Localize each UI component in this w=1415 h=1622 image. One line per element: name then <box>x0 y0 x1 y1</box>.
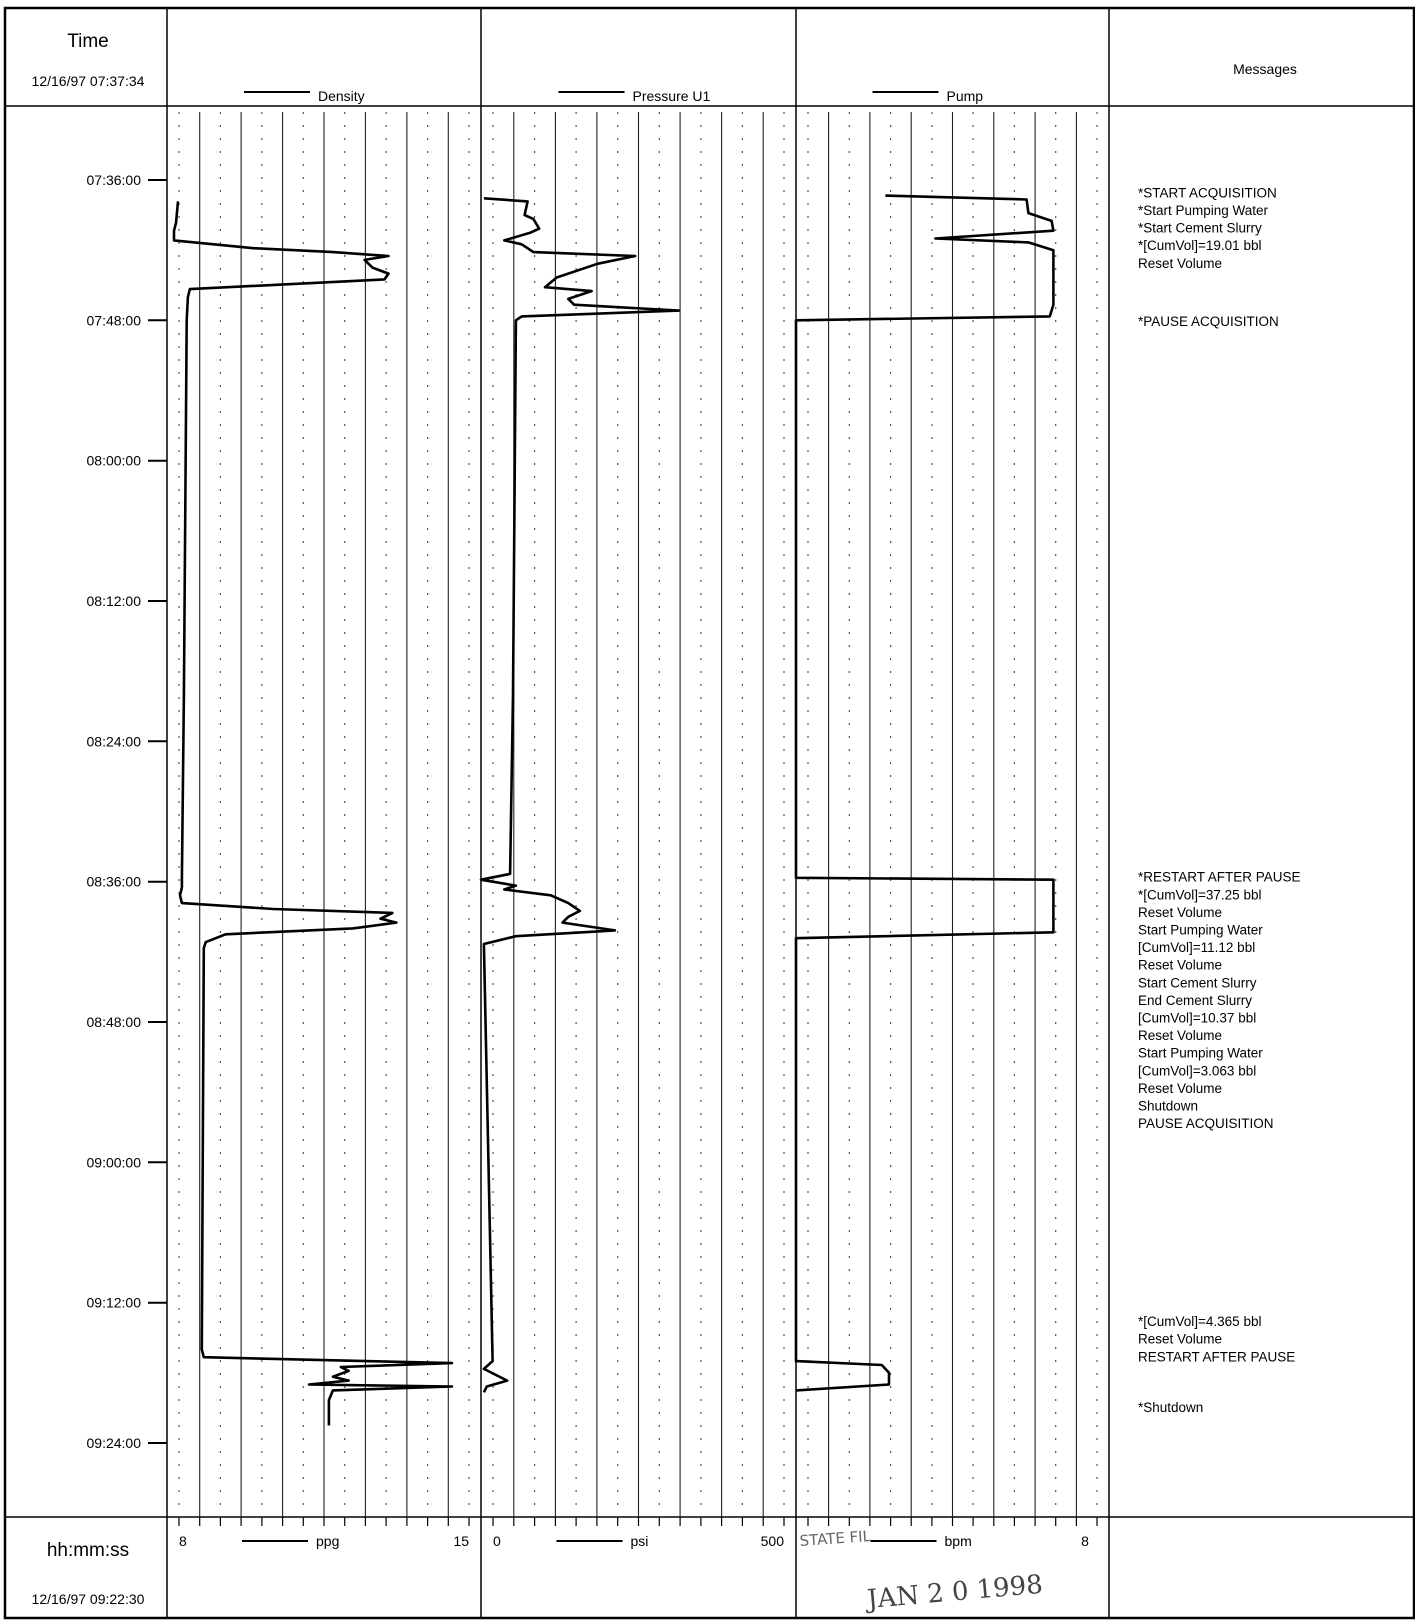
message-line: *[CumVol]=37.25 bbl <box>1138 887 1261 902</box>
time-tick-label-9: 09:24:00 <box>87 1435 142 1451</box>
scale-unit-0: ppg <box>316 1533 339 1549</box>
message-line: Reset Volume <box>1138 1081 1222 1096</box>
message-line: *START ACQUISITION <box>1138 186 1277 201</box>
message-line: *[CumVol]=19.01 bbl <box>1138 238 1261 253</box>
message-line: Reset Volume <box>1138 1028 1222 1043</box>
message-line: Start Cement Slurry <box>1138 975 1257 990</box>
message-line: Reset Volume <box>1138 1332 1222 1347</box>
message-line: End Cement Slurry <box>1138 993 1252 1008</box>
series-line-2 <box>794 194 1055 1392</box>
time-column-title: Time <box>67 31 109 52</box>
end-timestamp: 12/16/97 09:22:30 <box>32 1591 145 1607</box>
message-line: RESTART AFTER PAUSE <box>1138 1349 1295 1364</box>
start-timestamp: 12/16/97 07:37:34 <box>32 73 145 89</box>
chart-grid <box>178 112 1098 1526</box>
time-axis: 07:36:00 07:48:00 08:00:00 08:12:00 08:24:00… <box>87 172 167 1451</box>
time-tick-label-2: 08:00:00 <box>87 453 142 469</box>
legend-label-2: Pump <box>947 88 984 104</box>
message-line: Start Pumping Water <box>1138 1046 1263 1061</box>
time-tick-label-4: 08:24:00 <box>87 733 142 749</box>
messages-column-title: Messages <box>1233 61 1297 77</box>
message-line: Reset Volume <box>1138 256 1222 271</box>
legend-label-0: Density <box>318 88 365 104</box>
pump-track: Pump bpm 8 <box>794 88 1089 1549</box>
message-line: *RESTART AFTER PAUSE <box>1138 870 1301 885</box>
time-tick-label-6: 08:48:00 <box>87 1014 142 1030</box>
scale-unit-2: bpm <box>945 1533 972 1549</box>
density-track: Density ppg 8 15 <box>172 88 469 1549</box>
scale-max-0: 15 <box>453 1533 469 1549</box>
series-line-1 <box>479 197 681 1393</box>
message-line: *Shutdown <box>1138 1400 1203 1415</box>
outer-border <box>3 6 1415 1620</box>
message-line: *Start Pumping Water <box>1138 203 1269 218</box>
message-line: Shutdown <box>1138 1099 1198 1114</box>
message-line: [CumVol]=3.063 bbl <box>1138 1063 1256 1078</box>
message-line: [CumVol]=11.12 bbl <box>1138 940 1255 955</box>
series-line-0 <box>172 201 454 1426</box>
time-tick-label-7: 09:00:00 <box>87 1154 142 1170</box>
pressure-track: Pressure U1 psi 0 500 <box>479 88 785 1549</box>
message-line: *PAUSE ACQUISITION <box>1138 314 1279 329</box>
time-tick-label-5: 08:36:00 <box>87 874 142 890</box>
scale-max-1: 500 <box>761 1533 785 1549</box>
message-line: Reset Volume <box>1138 958 1222 973</box>
scale-min-1: 0 <box>493 1533 501 1549</box>
messages-column: *START ACQUISITION *Start Pumping Water *S… <box>1138 186 1301 1415</box>
message-line: Start Pumping Water <box>1138 923 1263 938</box>
scale-max-2: 8 <box>1081 1533 1089 1549</box>
message-line: *Start Cement Slurry <box>1138 221 1262 236</box>
message-line: PAUSE ACQUISITION <box>1138 1116 1274 1131</box>
time-tick-label-0: 07:36:00 <box>87 172 142 188</box>
scale-min-0: 8 <box>179 1533 187 1549</box>
time-tick-label-3: 08:12:00 <box>87 593 142 609</box>
received-date-stamp: JAN 2 0 1998 <box>863 1570 1044 1615</box>
message-line: Reset Volume <box>1138 905 1222 920</box>
faint-stamp-text: STATE FIL <box>799 1527 872 1550</box>
message-line: [CumVol]=10.37 bbl <box>1138 1011 1256 1026</box>
message-line: *[CumVol]=4.365 bbl <box>1138 1314 1261 1329</box>
scale-unit-1: psi <box>631 1533 649 1549</box>
time-tick-label-1: 07:48:00 <box>87 312 142 328</box>
legend-label-1: Pressure U1 <box>633 88 711 104</box>
time-tick-label-8: 09:12:00 <box>87 1295 142 1311</box>
time-format-label: hh:mm:ss <box>47 1540 129 1561</box>
